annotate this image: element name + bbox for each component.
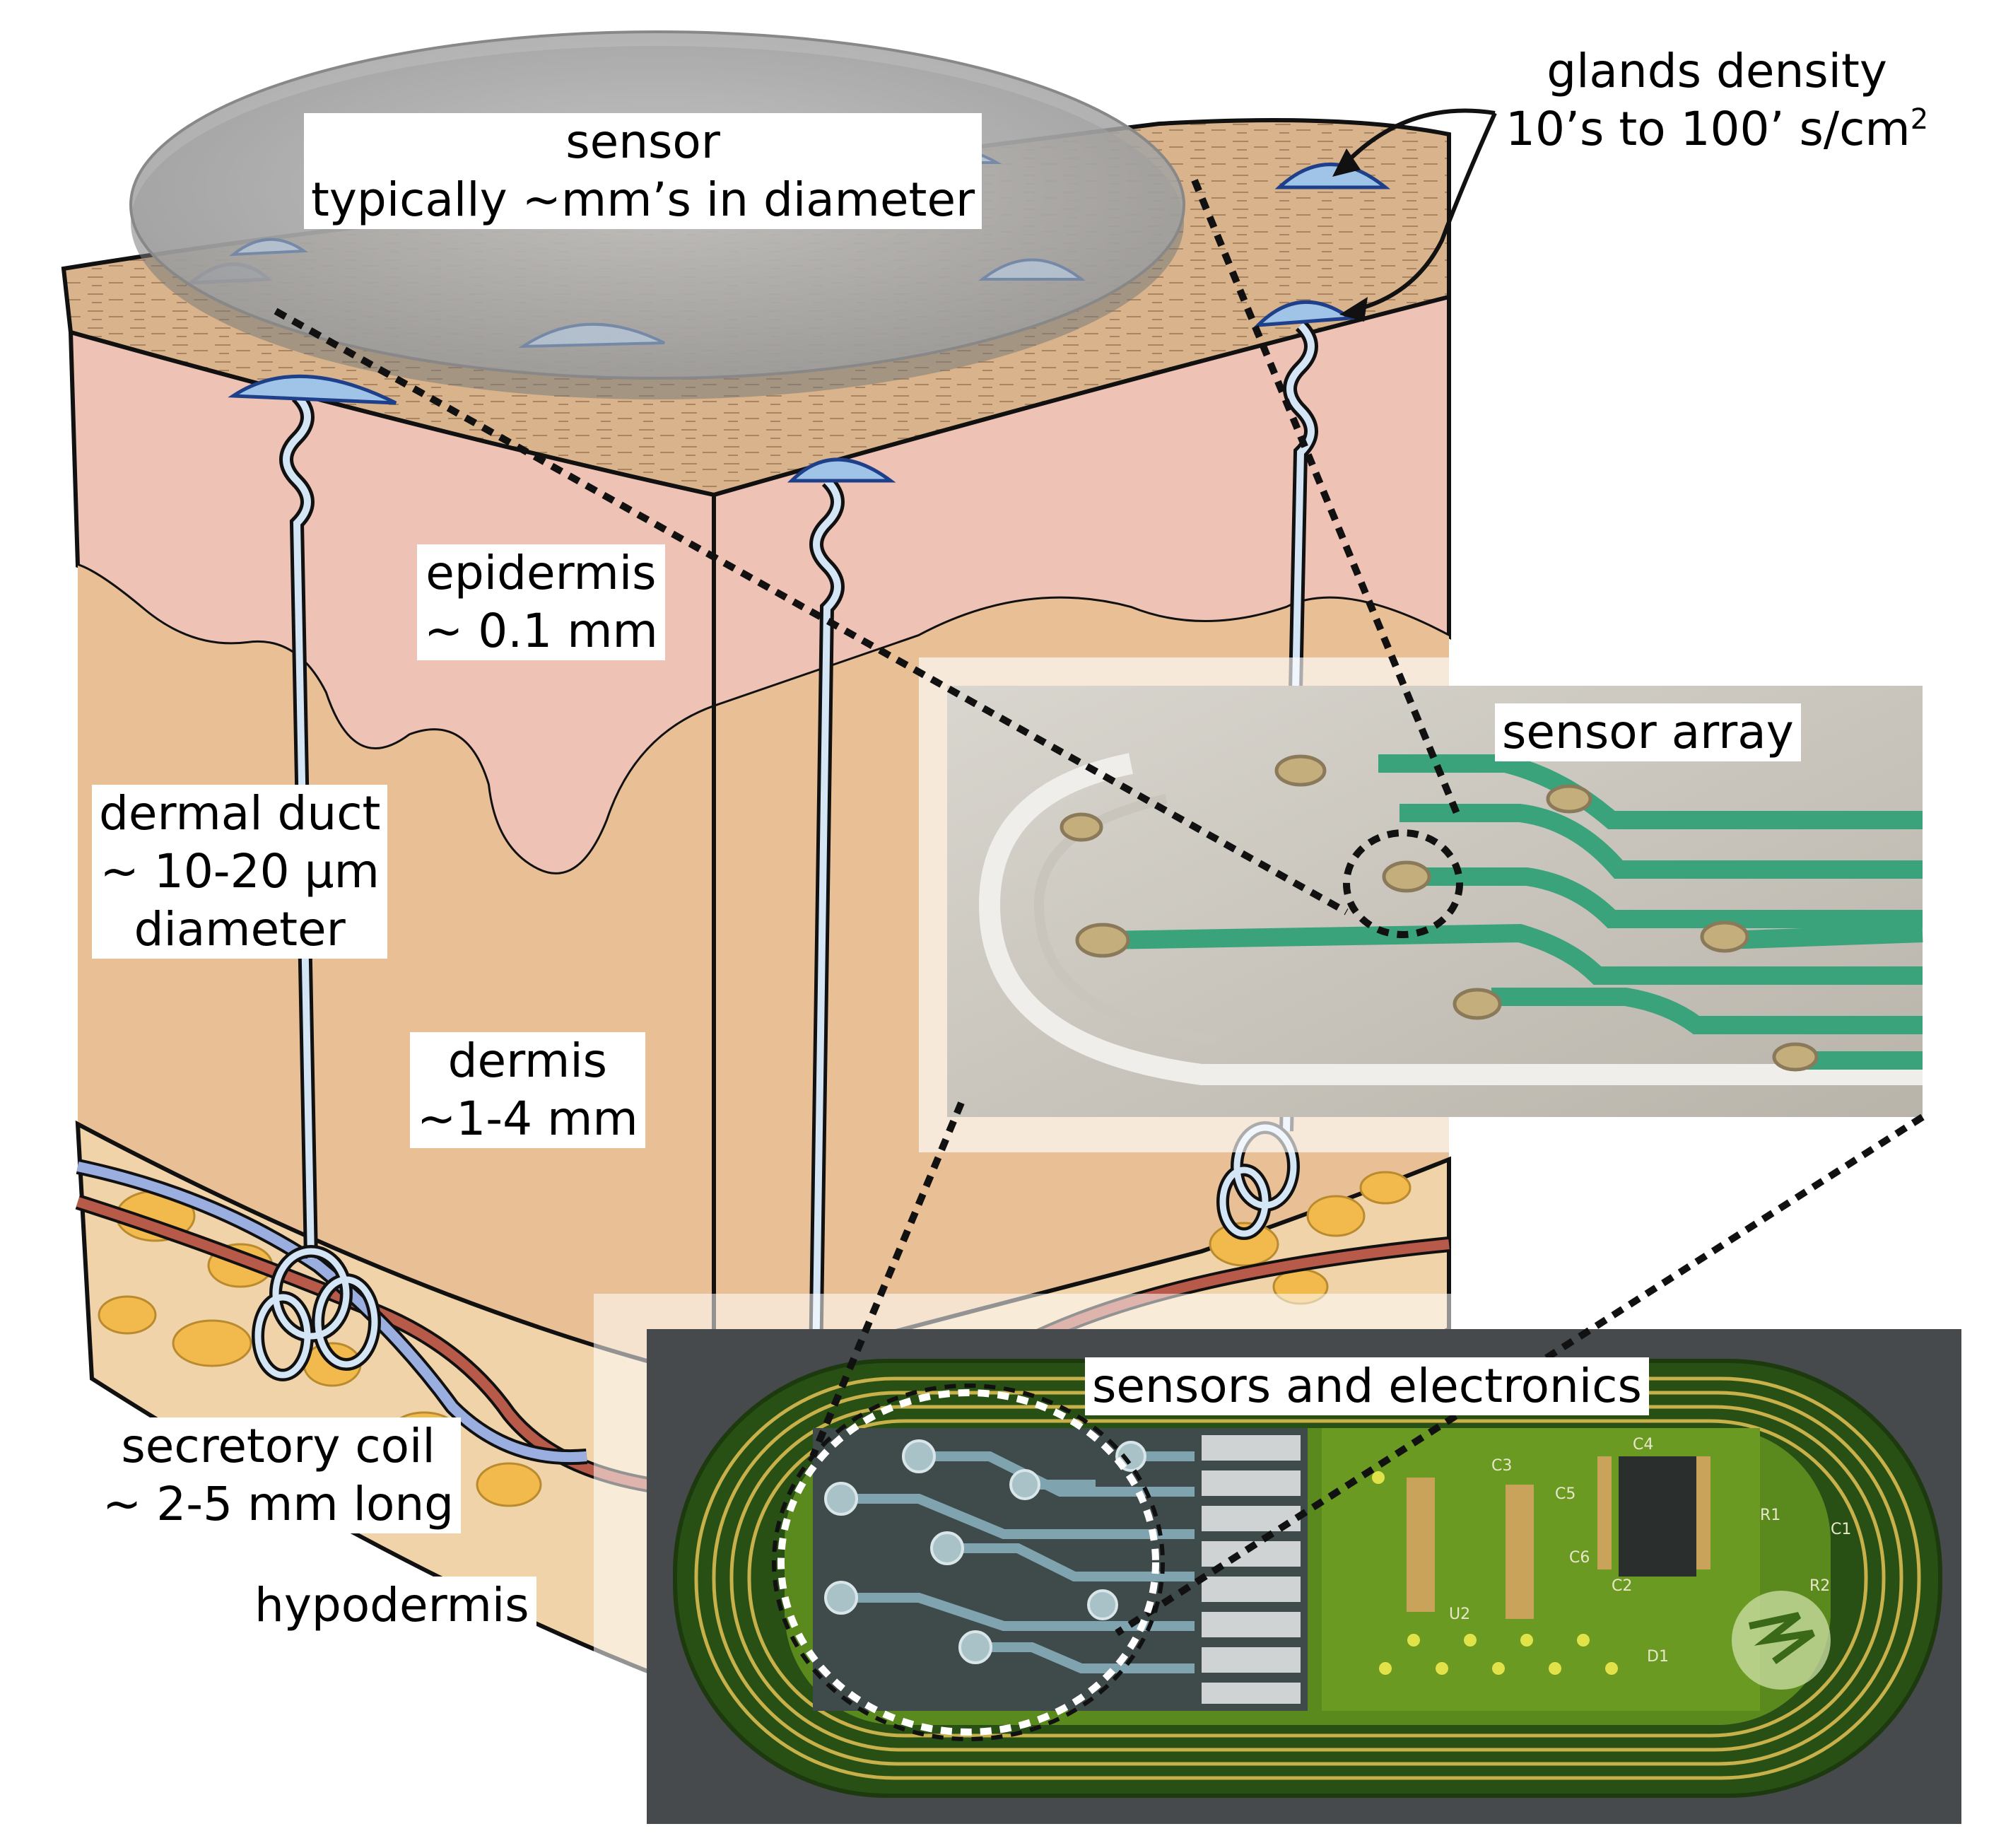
silk-r1: R1 <box>1760 1507 1780 1524</box>
silk-c6: C6 <box>1569 1549 1590 1567</box>
dermal-duct-unit: diameter <box>134 902 346 957</box>
sensor-array-photo <box>919 657 2001 1152</box>
silk-c4: C4 <box>1633 1436 1653 1454</box>
dermal-duct-title: dermal duct <box>99 786 381 841</box>
glands-density-value: 10’s to 100’ s/cm2 <box>1506 102 1929 156</box>
dermis-label: dermis ~1-4 mm <box>410 1032 645 1148</box>
epidermis-title: epidermis <box>426 546 657 600</box>
silk-r2: R2 <box>1809 1577 1830 1595</box>
dermal-duct-size: ~ 10-20 μm <box>100 844 380 899</box>
glands-density-arrows <box>1341 108 1497 313</box>
pcb-zoom-circle <box>777 1389 1159 1736</box>
hypodermis-title: hypodermis <box>254 1578 529 1632</box>
sweat-glands <box>185 163 1391 1556</box>
silk-c3: C3 <box>1491 1457 1512 1475</box>
dermal-duct-label: dermal duct ~ 10-20 μm diameter <box>92 785 388 959</box>
epidermis-label: epidermis ~ 0.1 mm <box>417 544 665 660</box>
silk-c1: C1 <box>1831 1521 1851 1538</box>
secretory-coil-title: secretory coil <box>121 1419 435 1473</box>
secretory-coil-length: ~ 2-5 mm long <box>102 1477 454 1531</box>
silk-u2: U2 <box>1449 1606 1470 1623</box>
sensor-label-title: sensor <box>565 115 720 169</box>
dermis-title: dermis <box>447 1034 608 1088</box>
sensor-label: sensor typically ~mm’s in diameter <box>304 113 982 229</box>
sensor-array-title: sensor array <box>1502 705 1794 759</box>
glands-density-label: glands density 10’s to 100’ s/cm2 <box>1498 42 1935 158</box>
epidermis-thickness: ~ 0.1 mm <box>424 604 658 658</box>
pcb-silkscreen: C4 C3 C5 R1 C1 C6 C2 R2 U2 D1 <box>1449 1436 1851 1666</box>
secretory-coil-label: secretory coil ~ 2-5 mm long <box>95 1417 462 1533</box>
sensors-electronics-label: sensors and electronics <box>1085 1357 1649 1415</box>
dermis-thickness: ~1-4 mm <box>417 1092 638 1146</box>
sensors-electronics-title: sensors and electronics <box>1092 1359 1642 1413</box>
silk-c5: C5 <box>1555 1485 1575 1503</box>
hypodermis-label: hypodermis <box>247 1577 536 1634</box>
glands-density-title: glands density <box>1547 44 1887 98</box>
silk-c2: C2 <box>1612 1577 1632 1595</box>
silk-d1: D1 <box>1647 1648 1669 1666</box>
sensor-label-size: typically ~mm’s in diameter <box>311 172 975 227</box>
sensor-array-label: sensor array <box>1495 703 1801 761</box>
